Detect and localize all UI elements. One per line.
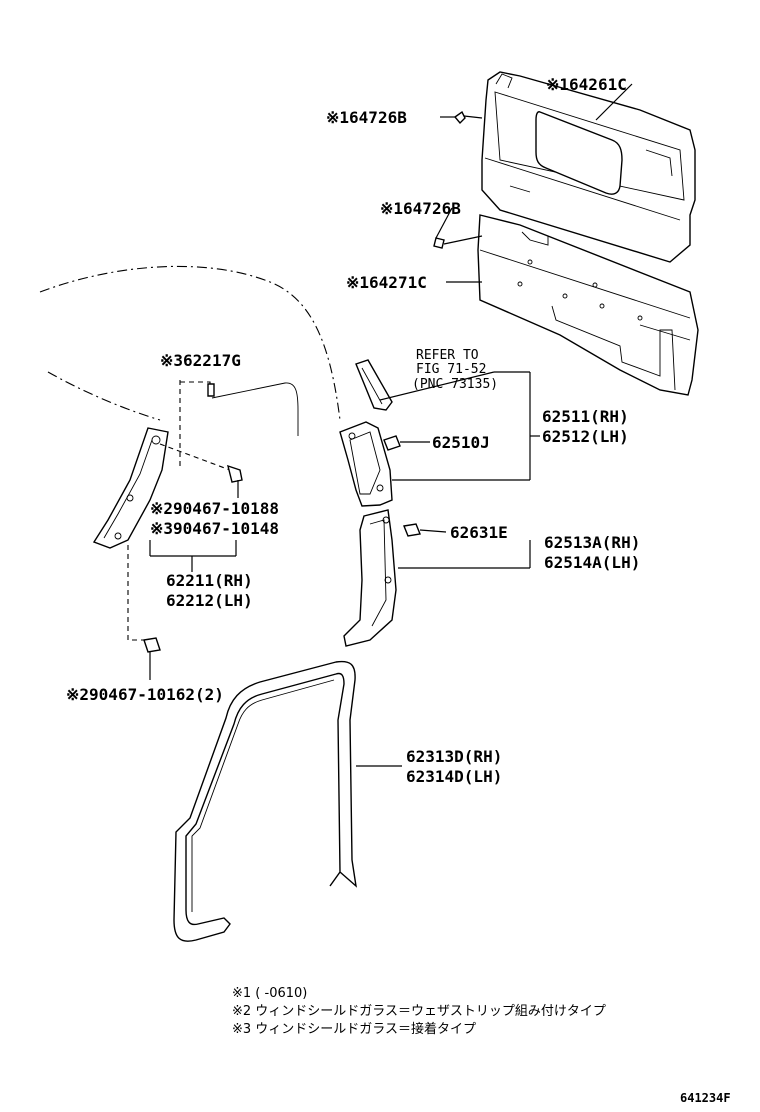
label-62513a: 62513A(RH) <box>544 533 640 552</box>
label-62212: 62212(LH) <box>166 591 253 610</box>
label-62511: 62511(RH) <box>542 407 629 426</box>
label-62217g: ※362217G <box>160 351 241 370</box>
panel-64261c <box>481 71 696 263</box>
footnotes: ※1 ( -0610) ※2 ウィンドシールドガラス＝ウェザストリップ組み付けタ… <box>232 986 606 1037</box>
label-64271c: ※164271C <box>346 273 427 292</box>
refer-line-2: FIG 71-52 <box>416 362 486 377</box>
label-90467-10162: ※290467-10162(2) <box>66 685 224 704</box>
label-62514a: 62514A(LH) <box>544 553 640 572</box>
weatherstrip-62313d <box>173 660 357 942</box>
label-62510j: 62510J <box>432 433 490 452</box>
label-90467-10148: ※390467-10148 <box>150 519 279 538</box>
clip-64726b-top <box>453 110 483 125</box>
label-62314d: 62314D(LH) <box>406 767 502 786</box>
garnish-62513a <box>343 509 397 647</box>
assist-grip-refer <box>355 359 393 411</box>
clip-64726b-mid <box>433 235 483 249</box>
label-64261c: ※164261C <box>546 75 627 94</box>
part-labels: ※164261C ※164726B ※164726B ※164271C ※362… <box>66 75 640 786</box>
label-64726b-top: ※164726B <box>326 108 407 127</box>
note-2: ※2 ウィンドシールドガラス＝ウェザストリップ組み付けタイプ <box>232 1004 606 1019</box>
label-62211: 62211(RH) <box>166 571 253 590</box>
label-64726b-mid: ※164726B <box>380 199 461 218</box>
panel-64271c <box>477 214 699 396</box>
refer-line-3: (PNC 73135) <box>412 377 498 392</box>
label-62512: 62512(LH) <box>542 427 629 446</box>
refer-line-1: REFER TO <box>416 348 479 363</box>
figure-number: 641234F <box>680 1091 731 1105</box>
label-62631e: 62631E <box>450 523 508 542</box>
note-1: ※1 ( -0610) <box>232 986 307 1001</box>
note-3: ※3 ウィンドシールドガラス＝接着タイプ <box>232 1021 476 1037</box>
roof-outline <box>39 265 341 436</box>
garnish-62211 <box>92 427 169 549</box>
label-90467-10188: ※290467-10188 <box>150 499 279 518</box>
garnish-62511 <box>339 421 393 507</box>
label-62313d: 62313D(RH) <box>406 747 502 766</box>
